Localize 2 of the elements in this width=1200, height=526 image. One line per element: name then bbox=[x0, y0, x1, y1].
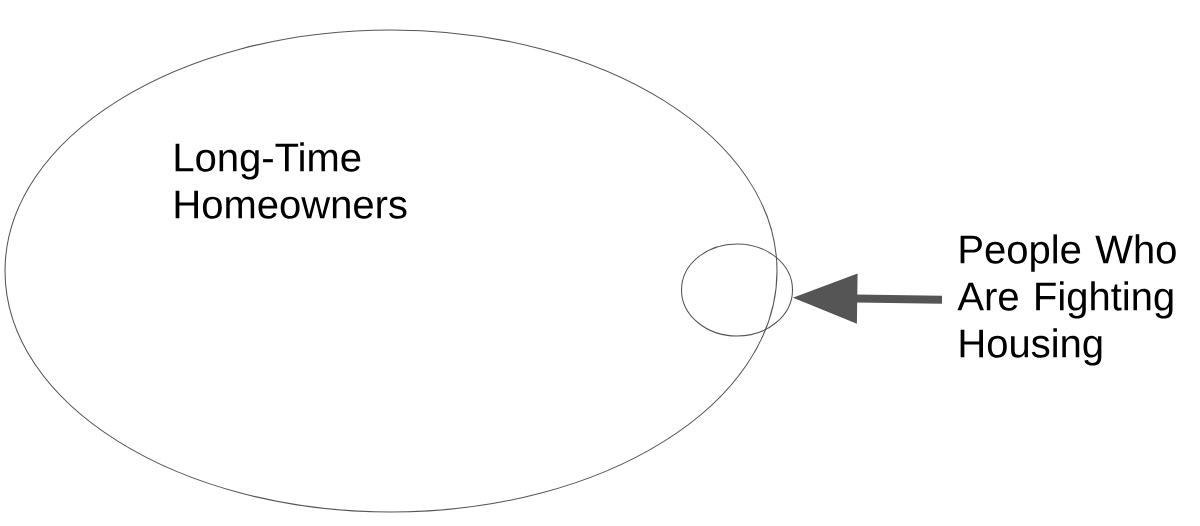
text-label: People Who Are Fighting Housing bbox=[957, 234, 1176, 366]
circle bbox=[681, 243, 794, 337]
